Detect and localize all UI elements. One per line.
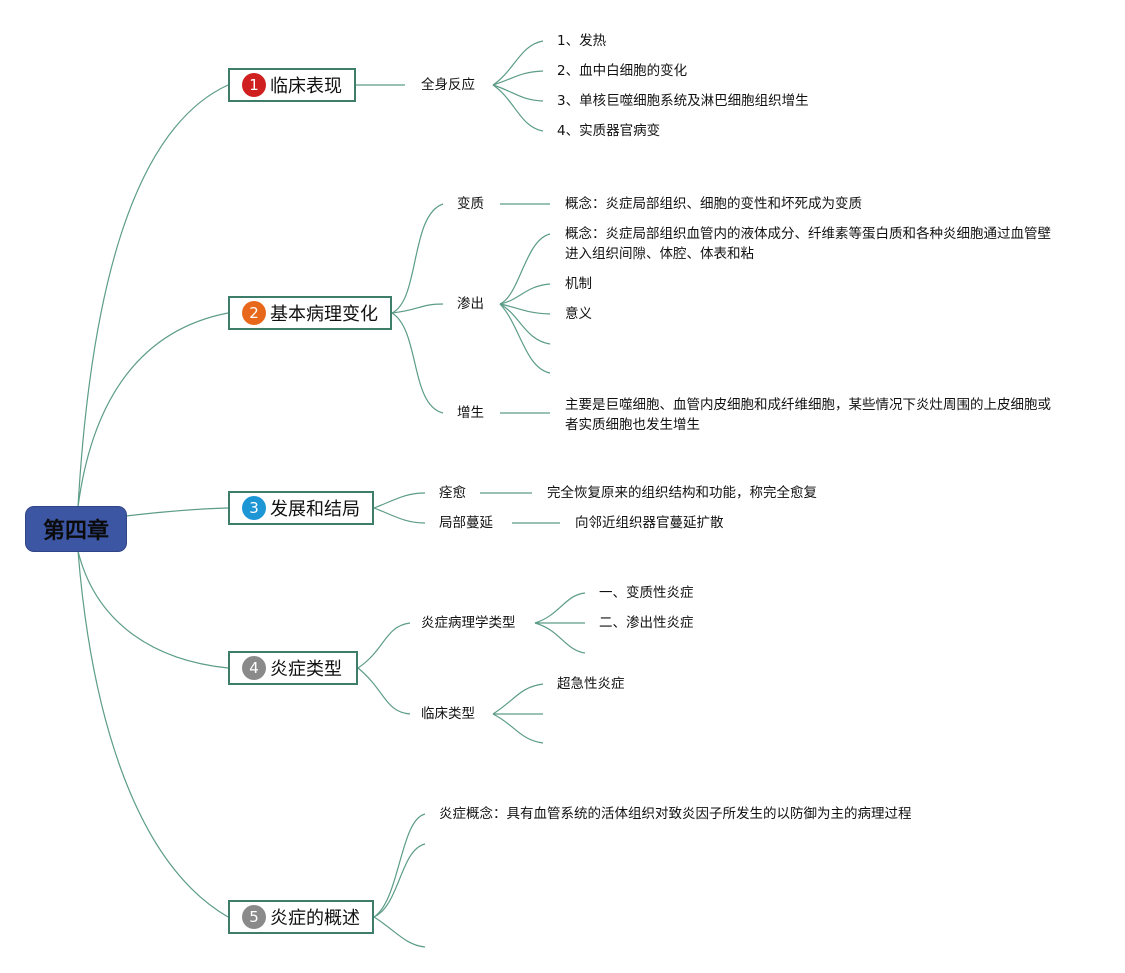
leaf-item[interactable]: 4、实质器官病变 [557, 123, 661, 139]
leaf-item[interactable]: 向邻近组织器官蔓延扩散 [575, 515, 724, 531]
topic-5[interactable]: 5 炎症的概述 [228, 900, 374, 934]
root-node[interactable]: 第四章 [26, 507, 126, 551]
link-root-topic4 [77, 550, 229, 669]
leaf-item[interactable]: 3、单核巨噬细胞系统及淋巴细胞组织增生 [557, 93, 809, 109]
subtopic-label[interactable]: 全身反应 [421, 77, 475, 93]
subtopic-label[interactable]: 增生 [457, 405, 484, 421]
link-root-topic2 [77, 312, 229, 508]
leaf-item[interactable]: 1、发热 [557, 33, 607, 49]
root-label: 第四章 [42, 519, 109, 544]
subtopic-label[interactable]: 临床类型 [421, 706, 475, 722]
leaf-item[interactable]: 完全恢复原来的组织结构和功能，称完全愈复 [547, 485, 817, 501]
number-badge-2: 2 [242, 301, 266, 325]
topic-3-label: 发展和结局 [270, 499, 360, 520]
link-root-topic3 [125, 507, 229, 517]
number-badge-4: 4 [242, 656, 266, 680]
subtopic-label[interactable]: 炎症病理学类型 [421, 615, 516, 631]
number-badge-5: 5 [242, 905, 266, 929]
topic-1[interactable]: 1 临床表现 [228, 68, 356, 102]
topic-4-label: 炎症类型 [270, 659, 342, 680]
leaf-item[interactable]: 2、血中白细胞的变化 [557, 63, 688, 79]
topic-2-label: 基本病理变化 [270, 304, 378, 325]
subtopic-label[interactable]: 变质 [457, 196, 484, 212]
link-root-topic1 [77, 84, 229, 508]
topic-4[interactable]: 4 炎症类型 [228, 651, 358, 685]
leaf-item[interactable]: 意义 [565, 306, 592, 322]
topic-1-label: 临床表现 [270, 76, 342, 97]
topic-3[interactable]: 3 发展和结局 [228, 491, 374, 525]
number-badge-1: 1 [242, 73, 266, 97]
leaf-item[interactable]: 一、变质性炎症 [599, 585, 694, 601]
number-badge-3: 3 [242, 496, 266, 520]
leaf-item[interactable]: 概念：炎症局部组织血管内的液体成分、纤维素等蛋白质和各种炎细胞通过血管壁进入组织… [565, 226, 1051, 262]
leaf-item[interactable]: 主要是巨噬细胞、血管内皮细胞和成纤维细胞，某些情况下炎灶周围的上皮细胞或者实质细… [565, 397, 1051, 433]
leaf-item[interactable]: 机制 [565, 276, 592, 292]
subtopic-label[interactable]: 痊愈 [439, 485, 466, 501]
topic-5-label: 炎症的概述 [270, 908, 360, 929]
topic-2[interactable]: 2 基本病理变化 [228, 296, 392, 330]
link-root-topic5 [77, 550, 229, 918]
subtopic-label[interactable]: 炎症概念：具有血管系统的活体组织对致炎因子所发生的以防御为主的病理过程 [439, 806, 912, 822]
subtopic-label[interactable]: 渗出 [457, 296, 484, 312]
leaf-item[interactable]: 概念：炎症局部组织、细胞的变性和坏死成为变质 [565, 196, 862, 212]
subtopic-label[interactable]: 局部蔓延 [439, 515, 493, 531]
leaf-item[interactable]: 超急性炎症 [557, 676, 625, 692]
leaf-item[interactable]: 二、渗出性炎症 [599, 615, 694, 631]
